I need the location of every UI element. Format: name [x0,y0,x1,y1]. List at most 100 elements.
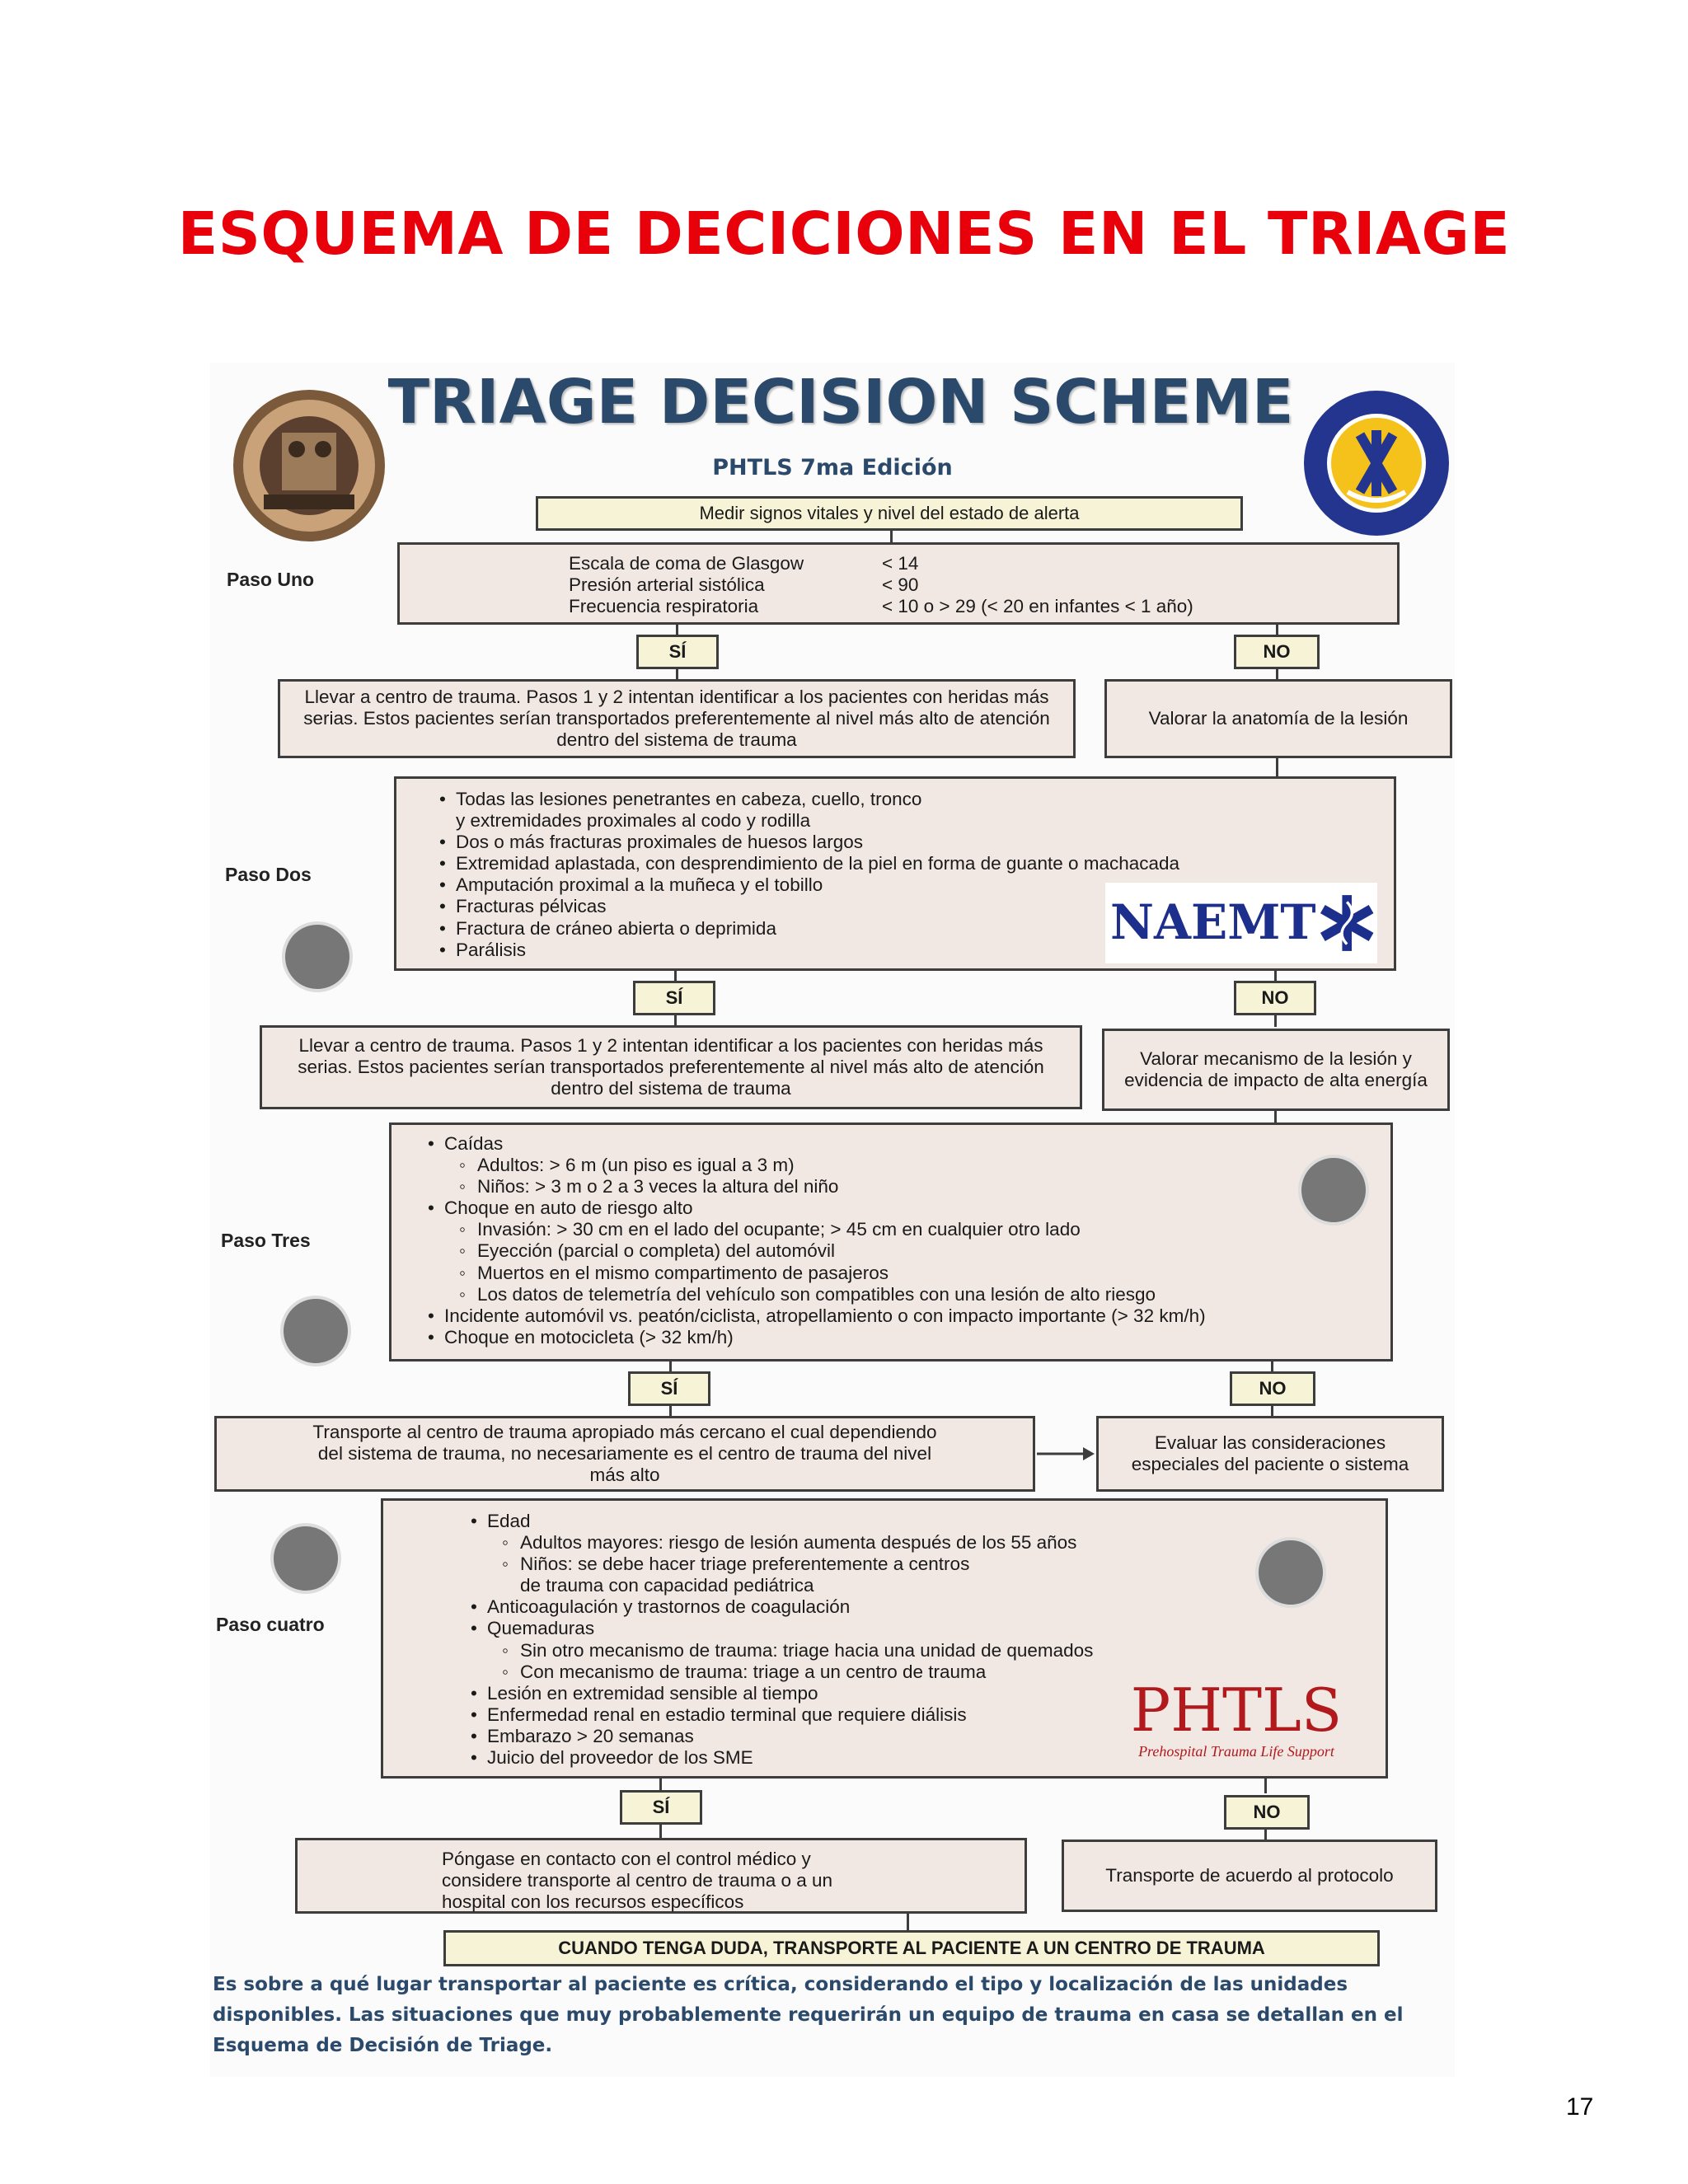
step1-criterion-label: Presión arterial sistólica [569,574,765,595]
naemt-logo: NAEMT [1105,883,1377,963]
step2-no-action-box: Valorar mecanismo de la lesión y evidenc… [1102,1029,1450,1111]
connector [676,669,678,681]
criterion-subitem: de trauma con capacidad pediátrica [520,1575,814,1596]
measure-vitals-box: Medir signos vitales y nivel del estado … [536,496,1243,531]
criterion-item: Edad [469,1511,1386,1532]
connector [1264,1830,1267,1840]
criterion-item: Lesión en extremidad sensible al tiempo [469,1683,1386,1704]
step3-criteria-box: Caídas Adultos: > 6 m (un piso es igual … [389,1122,1393,1361]
scheme-title: TRIAGE DECISION SCHEME [387,367,1294,438]
step4-criteria-box: Edad Adultos mayores: riesgo de lesión a… [381,1498,1388,1779]
step-label-three: Paso Tres [221,1230,311,1251]
arrow-right-icon [1037,1444,1095,1464]
phtls-logo-text: PHTLS [1130,1675,1343,1745]
step-label-two: Paso Dos [225,864,312,885]
criterion-item: Extremidad aplastada, con desprendimient… [438,853,1394,874]
step1-criterion-value: < 14 [882,553,919,574]
step1-criteria-box: Escala de coma de Glasgow < 14 Presión a… [397,542,1400,625]
connector [1276,625,1278,636]
connector [1264,1779,1267,1793]
criterion-item: Incidente automóvil vs. peatón/ciclista,… [426,1305,1390,1327]
connector [659,1779,662,1790]
step3-criteria-list: Caídas Adultos: > 6 m (un piso es igual … [426,1133,1390,1348]
criterion-item: Choque en auto de riesgo alto [426,1197,1390,1219]
criterion-item: Enfermedad renal en estadio terminal que… [469,1704,1386,1726]
criterion-subitem: Sin otro mecanismo de trauma: triage hac… [469,1640,1386,1661]
step1-no-action-box: Valorar la anatomía de la lesión [1104,679,1452,758]
criterion-item: Dos o más fracturas proximales de huesos… [438,832,1394,853]
criterion-item: Embarazo > 20 semanas [469,1726,1386,1747]
connector [1271,1406,1273,1418]
criterion-subitem: Eyección (parcial o completa) del automó… [426,1240,1390,1262]
criterion-item: Juicio del proveedor de los SME [469,1747,1386,1769]
criterion-item: Caídas [426,1133,1390,1155]
step2-no-tag: NO [1234,981,1316,1015]
criterion-subitem: Niños: se debe hacer triage preferenteme… [469,1554,1386,1575]
phtls-seal-logo [1302,389,1451,537]
connector [1276,669,1278,681]
connector [674,1015,677,1027]
phtls-seal-small [1255,1537,1326,1608]
step3-no-tag: NO [1230,1371,1315,1406]
criterion-item: Fractura de cráneo abierta o deprimida [438,918,1394,940]
step4-no-tag: NO [1224,1795,1310,1830]
step1-yes-tag: SÍ [636,635,719,669]
phtls-seal-small [1298,1155,1369,1226]
step2-yes-action-box: Llevar a centro de trauma. Pasos 1 y 2 i… [260,1025,1082,1109]
step-label-four: Paso cuatro [216,1614,325,1635]
criterion-item: Amputación proximal a la muñeca y el tob… [438,874,1394,896]
step3-no-action-box: Evaluar las consideraciones especiales d… [1096,1416,1444,1492]
criterion-subitem: Adultos mayores: riesgo de lesión aument… [469,1532,1386,1554]
criterion-item: Todas las lesiones penetrantes en cabeza… [438,789,1394,810]
phtls-logo: PHTLS Prehospital Trauma Life Support [1117,1680,1356,1763]
when-in-doubt-box: CUANDO TENGA DUDA, TRANSPORTE AL PACIENT… [443,1930,1380,1966]
step-label-one: Paso Uno [227,569,315,590]
phtls-logo-subtitle: Prehospital Trauma Life Support [1138,1743,1334,1760]
step1-no-tag: NO [1234,635,1320,669]
page-number: 17 [1566,2093,1594,2121]
criterion-subitem: Muertos en el mismo compartimento de pas… [426,1263,1390,1284]
step1-criterion-label: Frecuencia respiratoria [569,596,759,616]
step2-criteria-box: Todas las lesiones penetrantes en cabeza… [394,776,1396,971]
connector [1274,1015,1277,1027]
connector [890,531,893,544]
phtls-seal-small [282,921,353,992]
criterion-subitem: Los datos de telemetría del vehículo son… [426,1284,1390,1305]
connector [669,1361,672,1373]
step4-no-action-box: Transporte de acuerdo al protocolo [1062,1840,1437,1912]
star-of-life-icon [1320,895,1374,951]
step2-criteria-list: Todas las lesiones penetrantes en cabeza… [438,789,1394,961]
step3-yes-tag: SÍ [628,1371,710,1406]
criterion-item: Parálisis [438,940,1394,961]
connector [1271,1361,1273,1373]
acs-seal-logo [231,387,387,544]
connector [1274,971,1277,982]
connector [1276,758,1278,778]
criterion-subitem: Invasión: > 30 cm en el lado del ocupant… [426,1219,1390,1240]
phtls-seal-small [280,1296,351,1366]
note-text: Es sobre a qué lugar transportar al paci… [213,1974,1404,2056]
connector [669,1406,672,1418]
connector [676,625,678,636]
connector [659,1825,662,1838]
step1-criterion-label: Escala de coma de Glasgow [569,553,804,574]
step1-criterion-value: < 90 [882,574,919,595]
step3-yes-action-box: Transporte al centro de trauma apropiado… [214,1416,1035,1492]
criterion-item: Quemaduras [469,1618,1386,1639]
step2-yes-tag: SÍ [633,981,715,1015]
criterion-item: y extremidades proximales al codo y rodi… [456,810,811,832]
criterion-subitem: Niños: > 3 m o 2 a 3 veces la altura del… [426,1176,1390,1197]
scheme-subtitle: PHTLS 7ma Edición [712,455,953,480]
page-title: ESQUEMA DE DECICIONES EN EL TRIAGE [177,199,1511,268]
phtls-seal-small [270,1523,341,1594]
step4-yes-action-box: Póngase en contacto con el control médic… [295,1838,1027,1914]
connector [674,971,677,982]
criterion-subitem: Con mecanismo de trauma: triage a un cen… [469,1661,1386,1683]
connector [907,1914,909,1932]
step4-yes-tag: SÍ [620,1790,702,1825]
step4-criteria-list: Edad Adultos mayores: riesgo de lesión a… [469,1511,1386,1769]
criterion-item: Anticoagulación y trastornos de coagulac… [469,1596,1386,1618]
criterion-item: Fracturas pélvicas [438,896,1394,917]
criterion-subitem: Adultos: > 6 m (un piso es igual a 3 m) [426,1155,1390,1176]
criterion-item: Choque en motocicleta (> 32 km/h) [426,1327,1390,1348]
